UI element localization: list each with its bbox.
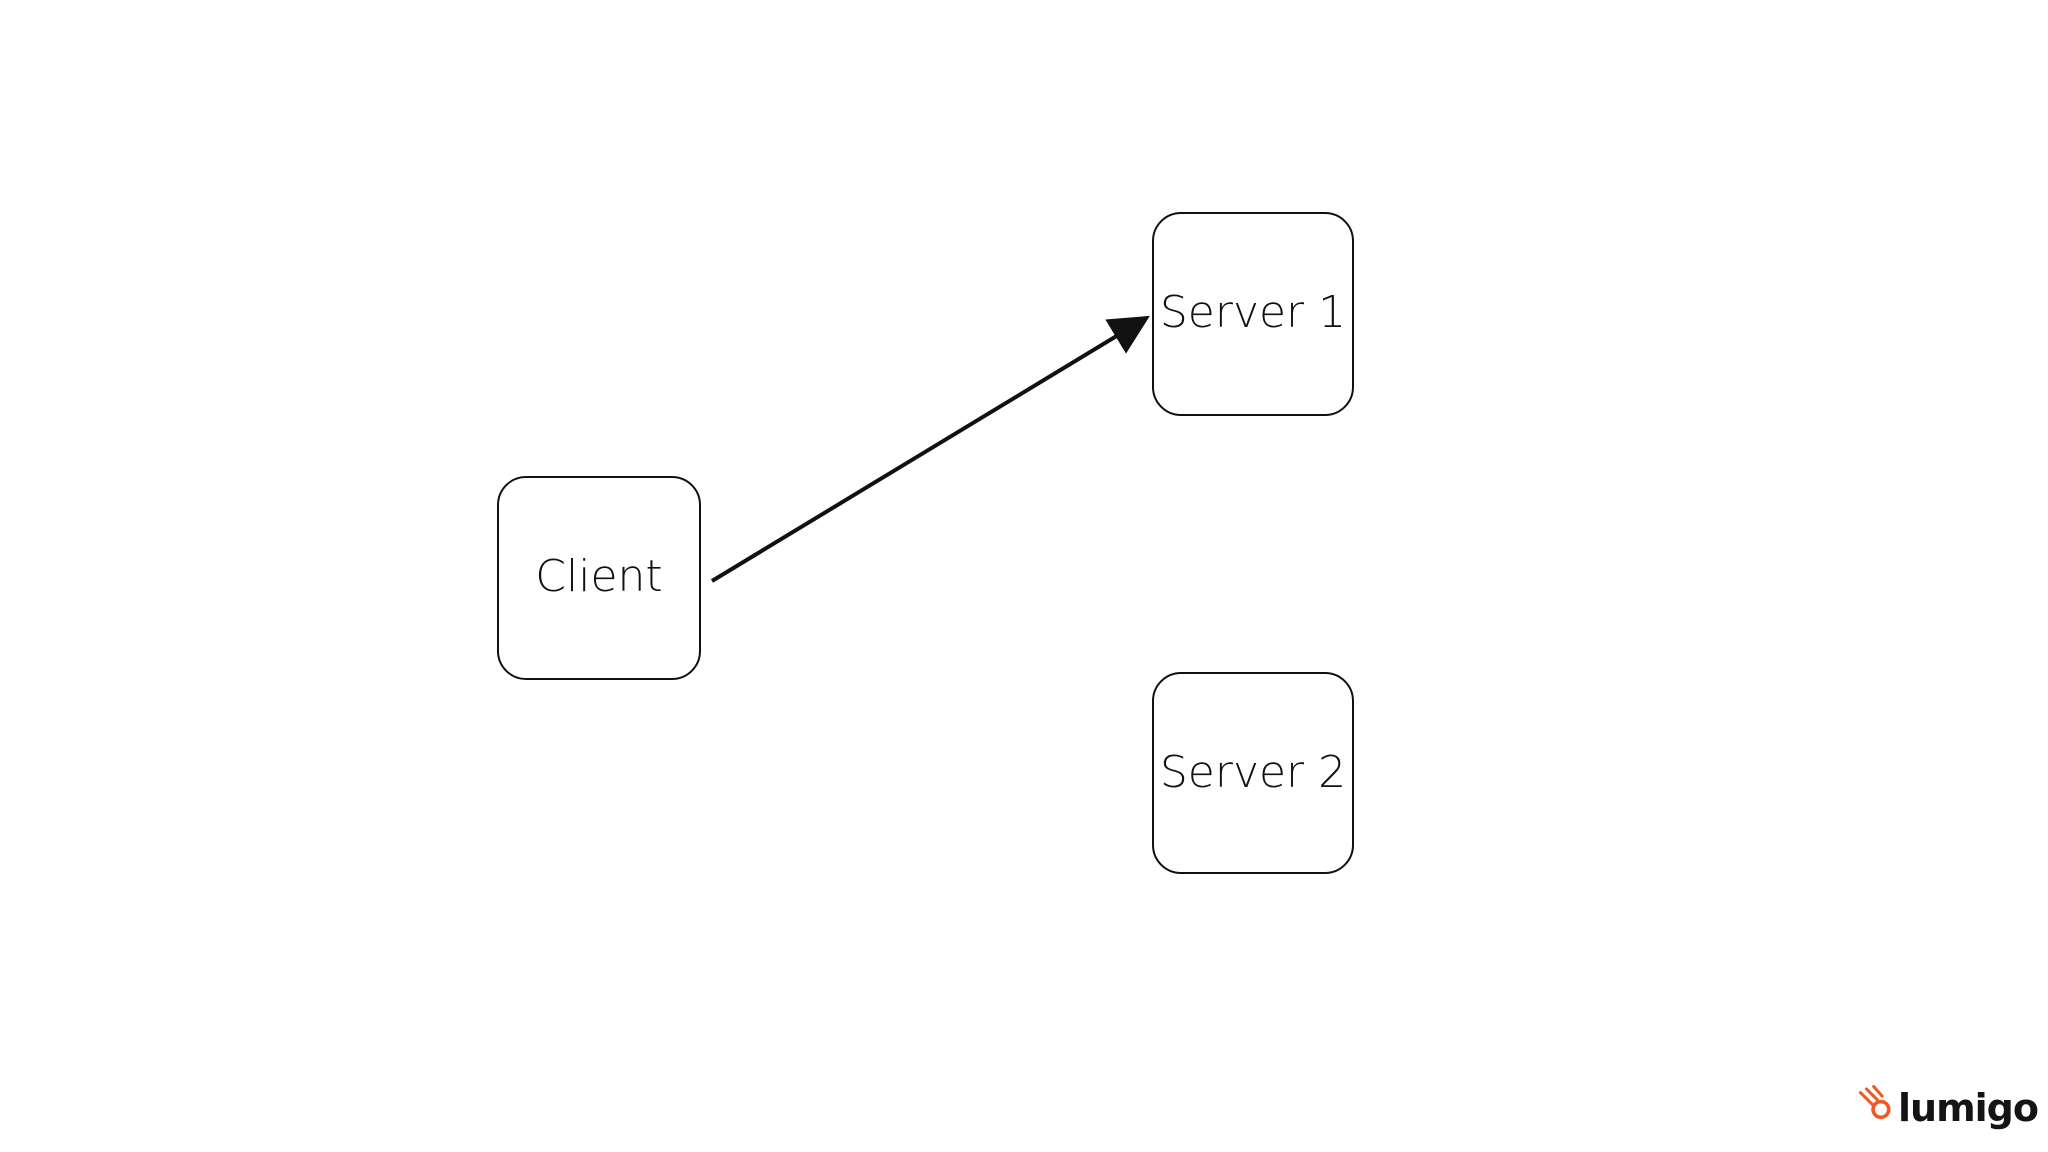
server2-node-label: Server 2 [1160,747,1346,798]
client-node-label: Client [535,551,662,602]
server2-node: Server 2 [1152,672,1354,874]
server1-node: Server 1 [1152,212,1354,416]
client-node: Client [497,476,701,680]
lumigo-comet-icon [1858,1084,1891,1120]
client-to-server1-arrow [710,315,1150,583]
server1-node-label: Server 1 [1160,287,1346,338]
lumigo-wordmark: lumigo [1897,1086,2039,1130]
lumigo-logo: lumigo [1858,1071,2039,1137]
